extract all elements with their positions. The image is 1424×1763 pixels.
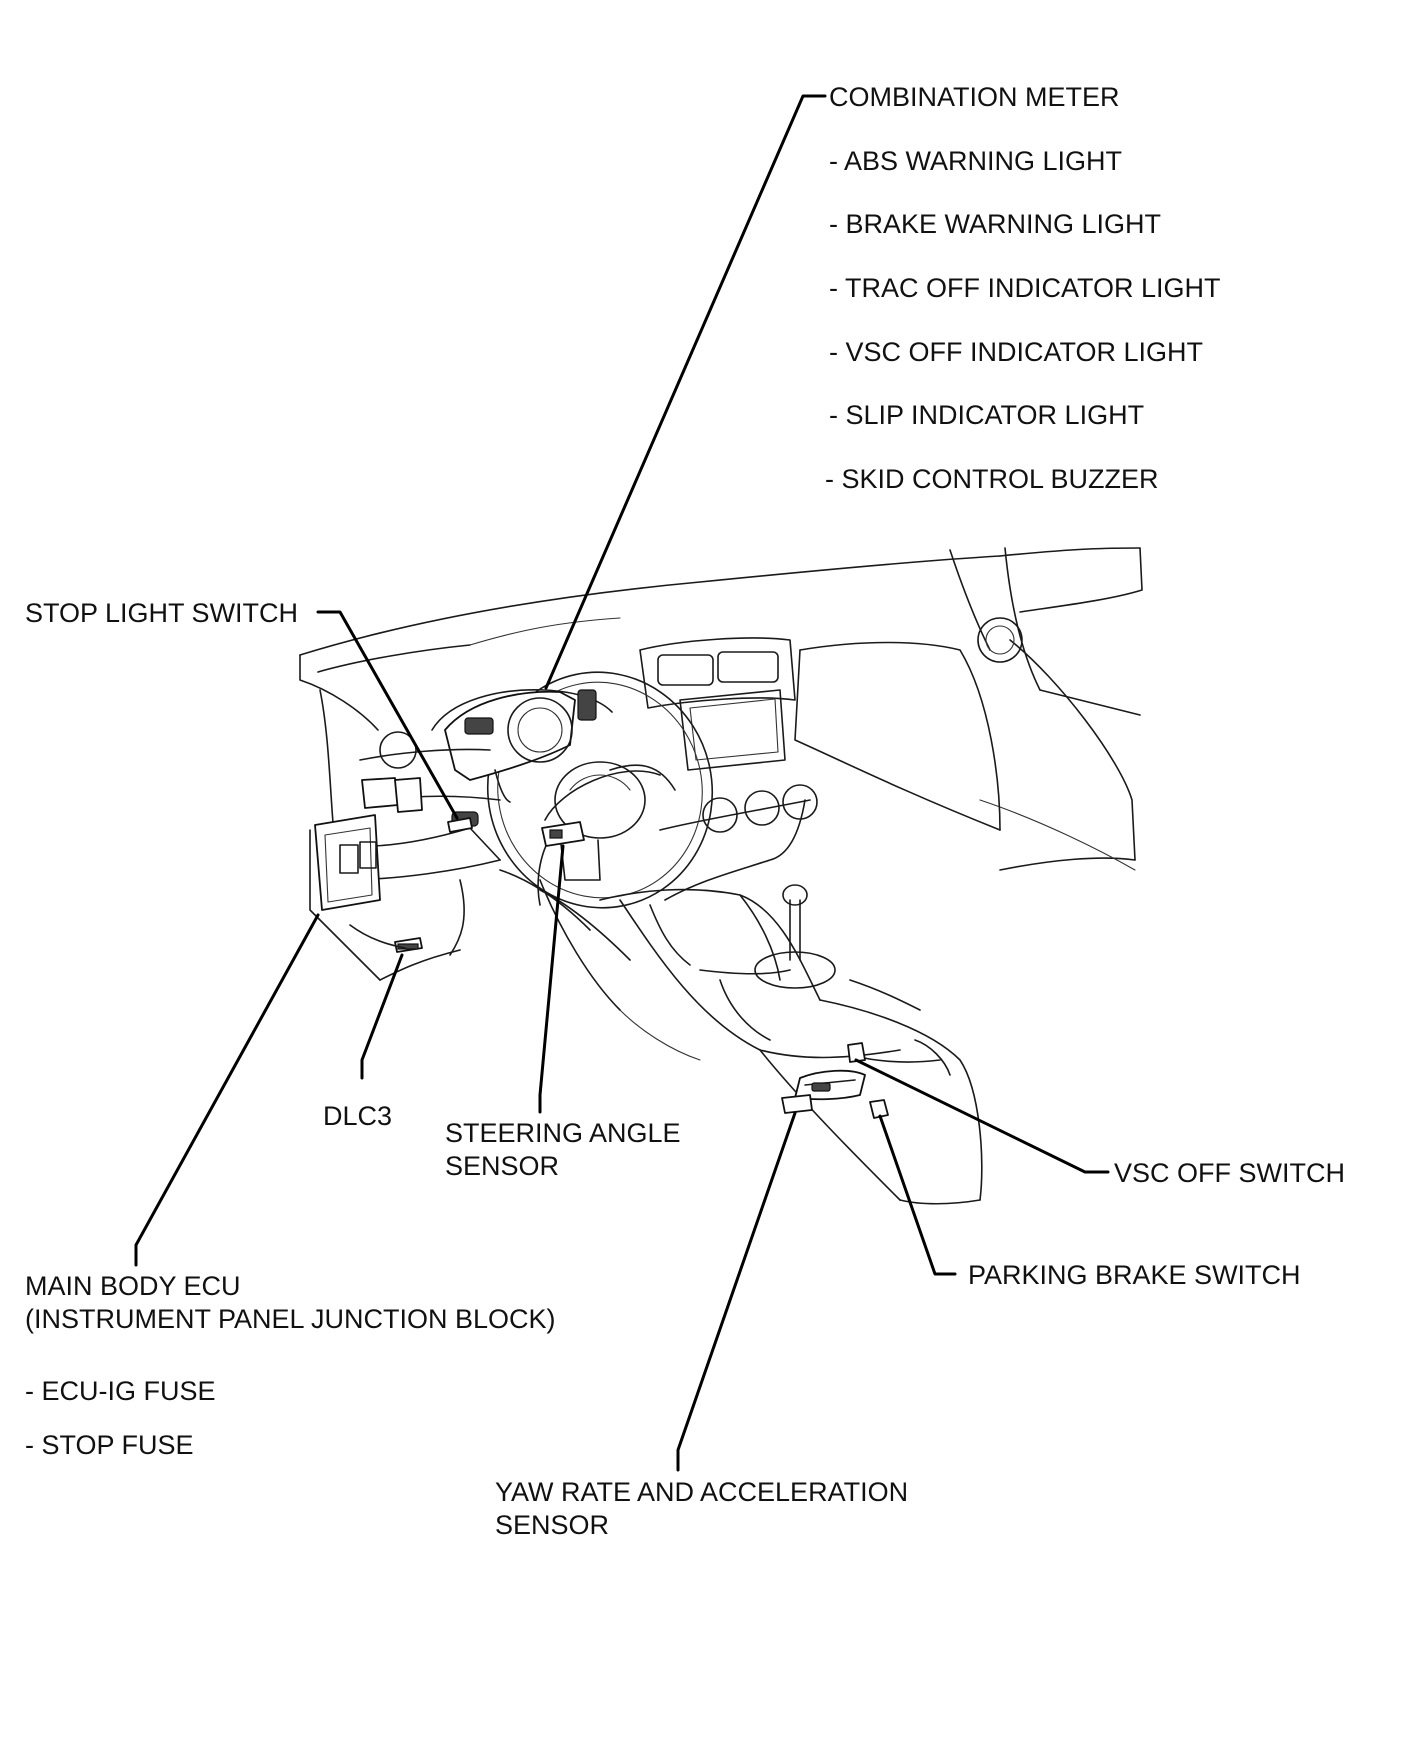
steering-angle-sensor-label: STEERING ANGLE SENSOR	[445, 1118, 681, 1181]
main-body-ecu-line: MAIN BODY ECU	[25, 1271, 241, 1301]
leader-main-body-ecu	[134, 913, 320, 1267]
leader-lines	[134, 94, 1110, 1472]
parking-brake-switch-label: PARKING BRAKE SWITCH	[968, 1260, 1301, 1290]
yaw-rate-sensor-line: YAW RATE AND ACCELERATION	[495, 1477, 908, 1507]
main-body-ecu-item: - STOP FUSE	[25, 1430, 194, 1460]
leader-steering-angle-sensor	[538, 844, 565, 1114]
combination-meter-label: COMBINATION METER - ABS WARNING LIGHT - …	[825, 82, 1221, 494]
leader-parking-brake-switch	[878, 1114, 957, 1276]
main-body-ecu-line: (INSTRUMENT PANEL JUNCTION BLOCK)	[25, 1304, 556, 1334]
combination-meter-title: COMBINATION METER	[829, 82, 1120, 112]
combination-meter-item: - VSC OFF INDICATOR LIGHT	[829, 337, 1203, 367]
combination-meter-item: - TRAC OFF INDICATOR LIGHT	[829, 273, 1221, 303]
combination-meter-item: - BRAKE WARNING LIGHT	[829, 209, 1161, 239]
stop-light-switch-label: STOP LIGHT SWITCH	[25, 598, 298, 628]
yaw-rate-sensor-label: YAW RATE AND ACCELERATION SENSOR	[495, 1477, 908, 1540]
steering-angle-sensor-line: STEERING ANGLE	[445, 1118, 681, 1148]
dashboard-illustration	[299, 547, 1143, 1205]
leader-yaw-rate-sensor	[676, 1111, 797, 1472]
leader-dlc3	[360, 953, 404, 1080]
vsc-off-switch-label: VSC OFF SWITCH	[1114, 1158, 1345, 1188]
leader-vsc-off-switch	[854, 1058, 1110, 1174]
dlc3-label: DLC3	[323, 1101, 392, 1131]
combination-meter-item: - SKID CONTROL BUZZER	[825, 464, 1159, 494]
main-body-ecu-label: MAIN BODY ECU (INSTRUMENT PANEL JUNCTION…	[25, 1271, 556, 1460]
steering-angle-sensor-line: SENSOR	[445, 1151, 559, 1181]
leader-stop-light-switch	[316, 610, 459, 820]
leader-combination-meter	[544, 94, 827, 690]
main-body-ecu-item: - ECU-IG FUSE	[25, 1376, 216, 1406]
combination-meter-item: - ABS WARNING LIGHT	[829, 146, 1122, 176]
combination-meter-item: - SLIP INDICATOR LIGHT	[829, 400, 1144, 430]
yaw-rate-sensor-line: SENSOR	[495, 1510, 609, 1540]
